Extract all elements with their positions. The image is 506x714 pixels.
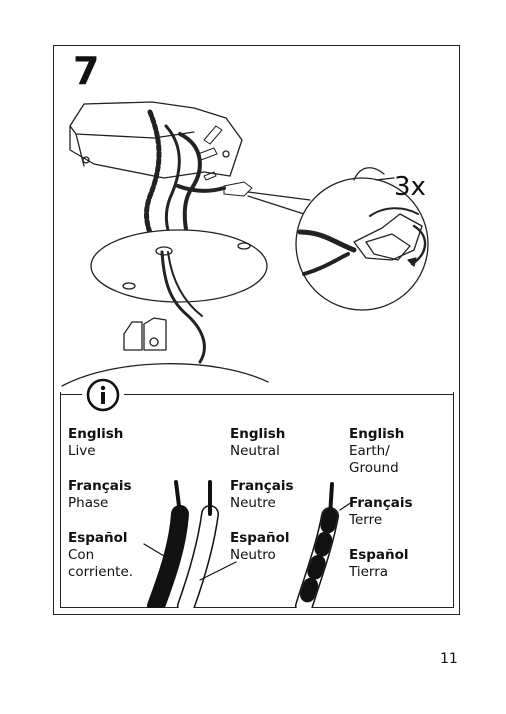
panel-border: [124, 394, 454, 395]
legend-entry: Français Phase: [68, 478, 133, 512]
legend-entry: Español Neutro: [230, 530, 294, 564]
legend-entry: English Neutral: [230, 426, 294, 460]
page-number: 11: [440, 651, 458, 667]
wire-term: Phase: [68, 495, 109, 511]
language-label: English: [68, 426, 124, 442]
panel-border: [60, 394, 82, 395]
legend-col-live: English Live Français Phase Español Con …: [68, 426, 133, 599]
language-label: Français: [230, 478, 294, 494]
callout-count: 3x: [394, 172, 426, 202]
legend-entry: English Earth/ Ground: [349, 426, 413, 477]
neutral-wire: [164, 124, 181, 244]
live-wire-sample: [147, 505, 189, 608]
wire-term: Con corriente.: [68, 547, 134, 580]
language-label: English: [230, 426, 286, 442]
language-label: Español: [68, 530, 128, 546]
wire-term: Earth/ Ground: [349, 443, 399, 476]
step-number: 7: [73, 49, 100, 93]
legend-entry: Español Tierra: [349, 547, 413, 581]
wire-term: Neutre: [230, 495, 276, 511]
wire-term: Live: [68, 443, 96, 459]
language-label: English: [349, 426, 405, 442]
legend-entry: Español Con corriente.: [68, 530, 133, 581]
legend-col-neutral: English Neutral Français Neutre Español …: [230, 426, 294, 582]
legend-entry: Français Neutre: [230, 478, 294, 512]
language-label: Español: [230, 530, 290, 546]
language-label: Français: [68, 478, 132, 494]
legend-entry: Français Terre: [349, 495, 413, 529]
assembly-illustration: [61, 101, 429, 387]
wire-samples: [143, 480, 353, 608]
canopy-plate: [90, 229, 268, 303]
wire-term: Neutral: [230, 443, 280, 459]
legend-entry: English Live: [68, 426, 133, 460]
info-icon: [86, 378, 120, 412]
wire-legend-panel: [60, 392, 454, 608]
instruction-frame: [53, 45, 460, 615]
wire-term: Tierra: [349, 564, 389, 580]
wire-term: Neutro: [230, 547, 276, 563]
language-label: Français: [349, 495, 413, 511]
earth-wire: [144, 109, 162, 245]
language-label: Español: [349, 547, 409, 563]
wire-term: Terre: [349, 512, 383, 528]
legend-col-earth: English Earth/ Ground Français Terre Esp…: [349, 426, 413, 599]
